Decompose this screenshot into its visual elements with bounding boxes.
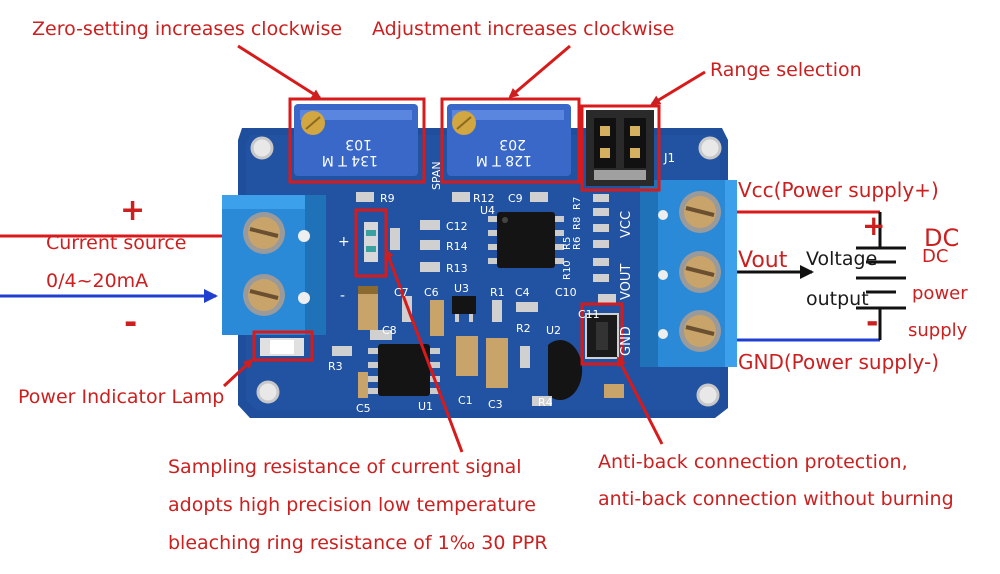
- power-lamp-label: Power Indicator Lamp: [18, 386, 225, 408]
- vout-label: VOUT: [619, 264, 634, 300]
- gnd-label: GND: [619, 326, 634, 356]
- led-highlight: [252, 330, 314, 362]
- input-terminal-block: [222, 195, 326, 335]
- mounting-hole: [250, 136, 274, 160]
- antiback-line-2: anti-back connection without burning: [598, 488, 954, 510]
- sampling-arrow: [384, 248, 464, 453]
- range-highlight: [580, 104, 661, 192]
- span-label: SPAN: [430, 161, 443, 190]
- c4-label: C4: [515, 286, 530, 299]
- antiback-arrow: [616, 356, 664, 445]
- board-minus-label: -: [340, 288, 345, 304]
- mounting-hole: [696, 383, 720, 407]
- power-label: power: [912, 283, 968, 304]
- ic-u4: [488, 212, 564, 268]
- minus-right-label: -: [866, 305, 879, 340]
- r3-label: R3: [328, 360, 343, 373]
- r9-label: R9: [380, 192, 395, 205]
- output-terminal-block: [640, 180, 737, 367]
- r2-label: R2: [516, 322, 531, 335]
- plus-right-label: +: [862, 209, 886, 242]
- c1-label: C1: [458, 394, 473, 407]
- output-label: output: [806, 288, 869, 310]
- vcc-label: Vcc(Power supply+): [738, 178, 939, 202]
- r1-label: R1: [490, 286, 505, 299]
- zero-potentiometer: [294, 104, 418, 176]
- transistor-u3: [452, 296, 476, 322]
- range-jumper-j1: [586, 110, 654, 186]
- diode-highlight: [580, 302, 624, 366]
- mounting-hole: [698, 136, 722, 160]
- vcc-label: VCC: [619, 211, 634, 238]
- sampling-highlight: [354, 208, 388, 278]
- pot-right-code: 203: [499, 136, 526, 152]
- lamp-arrow: [222, 358, 254, 388]
- range-arrow: [650, 70, 706, 106]
- antiback-line-1: Anti-back connection protection,: [598, 451, 908, 473]
- range-selection-label: Range selection: [710, 59, 862, 81]
- sampling-line-2: adopts high precision low temperature: [168, 494, 536, 516]
- pot-left-code: 103: [345, 136, 372, 152]
- regulator-u2: [548, 340, 583, 400]
- current-source-label: Current source: [46, 232, 187, 254]
- r4-label: R4: [538, 396, 553, 409]
- voltage-label: Voltage: [806, 248, 878, 270]
- zero-setting-label: Zero-setting increases clockwise: [32, 18, 343, 40]
- mounting-hole: [256, 380, 280, 404]
- sampling-line-1: Sampling resistance of current signal: [168, 456, 522, 478]
- c3-label: C3: [488, 398, 503, 411]
- span-pot-highlight: [440, 97, 581, 184]
- r12-label: R12: [473, 192, 495, 205]
- r5-label: R5: [562, 237, 573, 250]
- minus-left-label: -: [124, 303, 138, 341]
- c9-label: C9: [508, 192, 523, 205]
- board-plus-label: +: [338, 234, 350, 250]
- dc-battery-symbol: [856, 212, 906, 340]
- pot-right-sub: 128 T M: [476, 152, 532, 168]
- adjust-arrow: [508, 44, 571, 99]
- r8-label: R8: [572, 217, 583, 230]
- u4-label: U4: [480, 204, 495, 217]
- protection-diode: [585, 313, 619, 359]
- r10-label: R10: [562, 260, 573, 280]
- current-range-label: 0/4~20mA: [46, 270, 149, 292]
- r14-label: R14: [446, 240, 468, 253]
- supply-label: supply: [908, 320, 968, 341]
- sampling-line-3: bleaching ring resistance of 1‰ 30 PPR: [168, 532, 548, 554]
- power-led: [260, 338, 304, 356]
- plus-left-label: +: [120, 193, 146, 228]
- r13-label: R13: [446, 262, 468, 275]
- c12-label: C12: [446, 220, 468, 233]
- r6-label: R6: [572, 237, 583, 250]
- j1-label: J1: [663, 151, 675, 165]
- dc-main-label: DC: [924, 224, 960, 252]
- c10-label: C10: [555, 286, 577, 299]
- zero-arrow: [237, 44, 322, 100]
- sampling-resistor: [364, 222, 378, 262]
- zero-pot-highlight: [288, 97, 426, 184]
- u3-label: U3: [454, 282, 469, 295]
- adjustment-label: Adjustment increases clockwise: [372, 18, 675, 40]
- c6-label: C6: [424, 286, 439, 299]
- pcb-silkscreen: 103 134 T M 203 128 T M SPAN J1 VCC VOUT…: [322, 136, 675, 415]
- smd-components: [332, 192, 616, 406]
- u2-label: U2: [546, 324, 561, 337]
- tantalum-capacitors: [358, 286, 624, 398]
- c11-label: C11: [578, 308, 600, 321]
- u1-label: U1: [418, 400, 433, 413]
- c8-label: C8: [382, 324, 397, 337]
- c7-label: C7: [394, 286, 409, 299]
- pot-left-sub: 134 T M: [322, 152, 378, 168]
- c5-label: C5: [356, 402, 371, 415]
- span-potentiometer: [447, 104, 571, 176]
- r7-label: R7: [572, 197, 583, 210]
- gnd-label: GND(Power supply-): [738, 350, 940, 374]
- vout-label: Vout: [738, 248, 788, 273]
- ic-u1: [368, 344, 440, 396]
- dc-power-label: DC: [922, 246, 949, 267]
